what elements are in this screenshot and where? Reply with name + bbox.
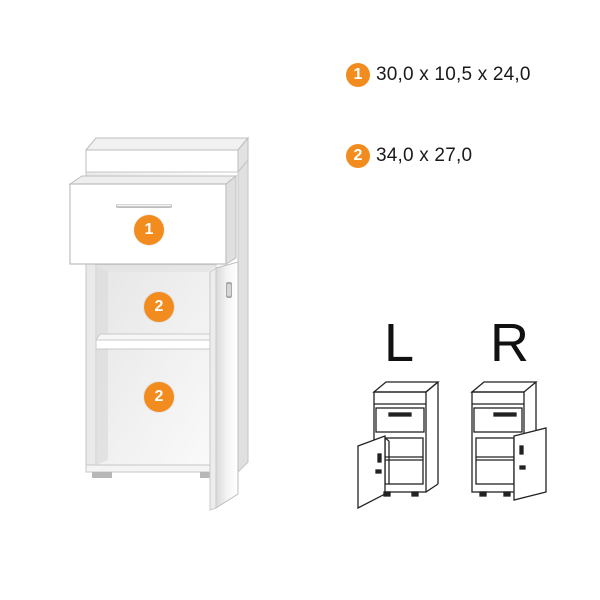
variant-left-label: L	[384, 313, 415, 373]
foot-right	[200, 472, 218, 478]
marker-shelf-bottom: 2	[144, 382, 174, 412]
foot-left	[92, 472, 112, 478]
variant-right-drawing	[470, 381, 547, 501]
dimension-text-2: 34,0 x 27,0	[376, 145, 473, 166]
dimension-badge-2: 2	[346, 144, 370, 168]
cabinet-top	[84, 136, 250, 174]
dimension-text-1: 30,0 x 10,5 x 24,0	[376, 64, 531, 85]
dimension-badge-1: 1	[346, 63, 370, 87]
variant-right-label: R	[490, 313, 529, 373]
marker-drawer: 1	[134, 215, 164, 245]
variant-left-drawing	[357, 381, 440, 510]
dimension-row-1: 1 30,0 x 10,5 x 24,0	[346, 63, 531, 87]
marker-shelf-top: 2	[144, 292, 174, 322]
shelf	[95, 333, 217, 350]
open-door	[209, 261, 239, 511]
dimension-row-2: 2 34,0 x 27,0	[346, 144, 472, 168]
